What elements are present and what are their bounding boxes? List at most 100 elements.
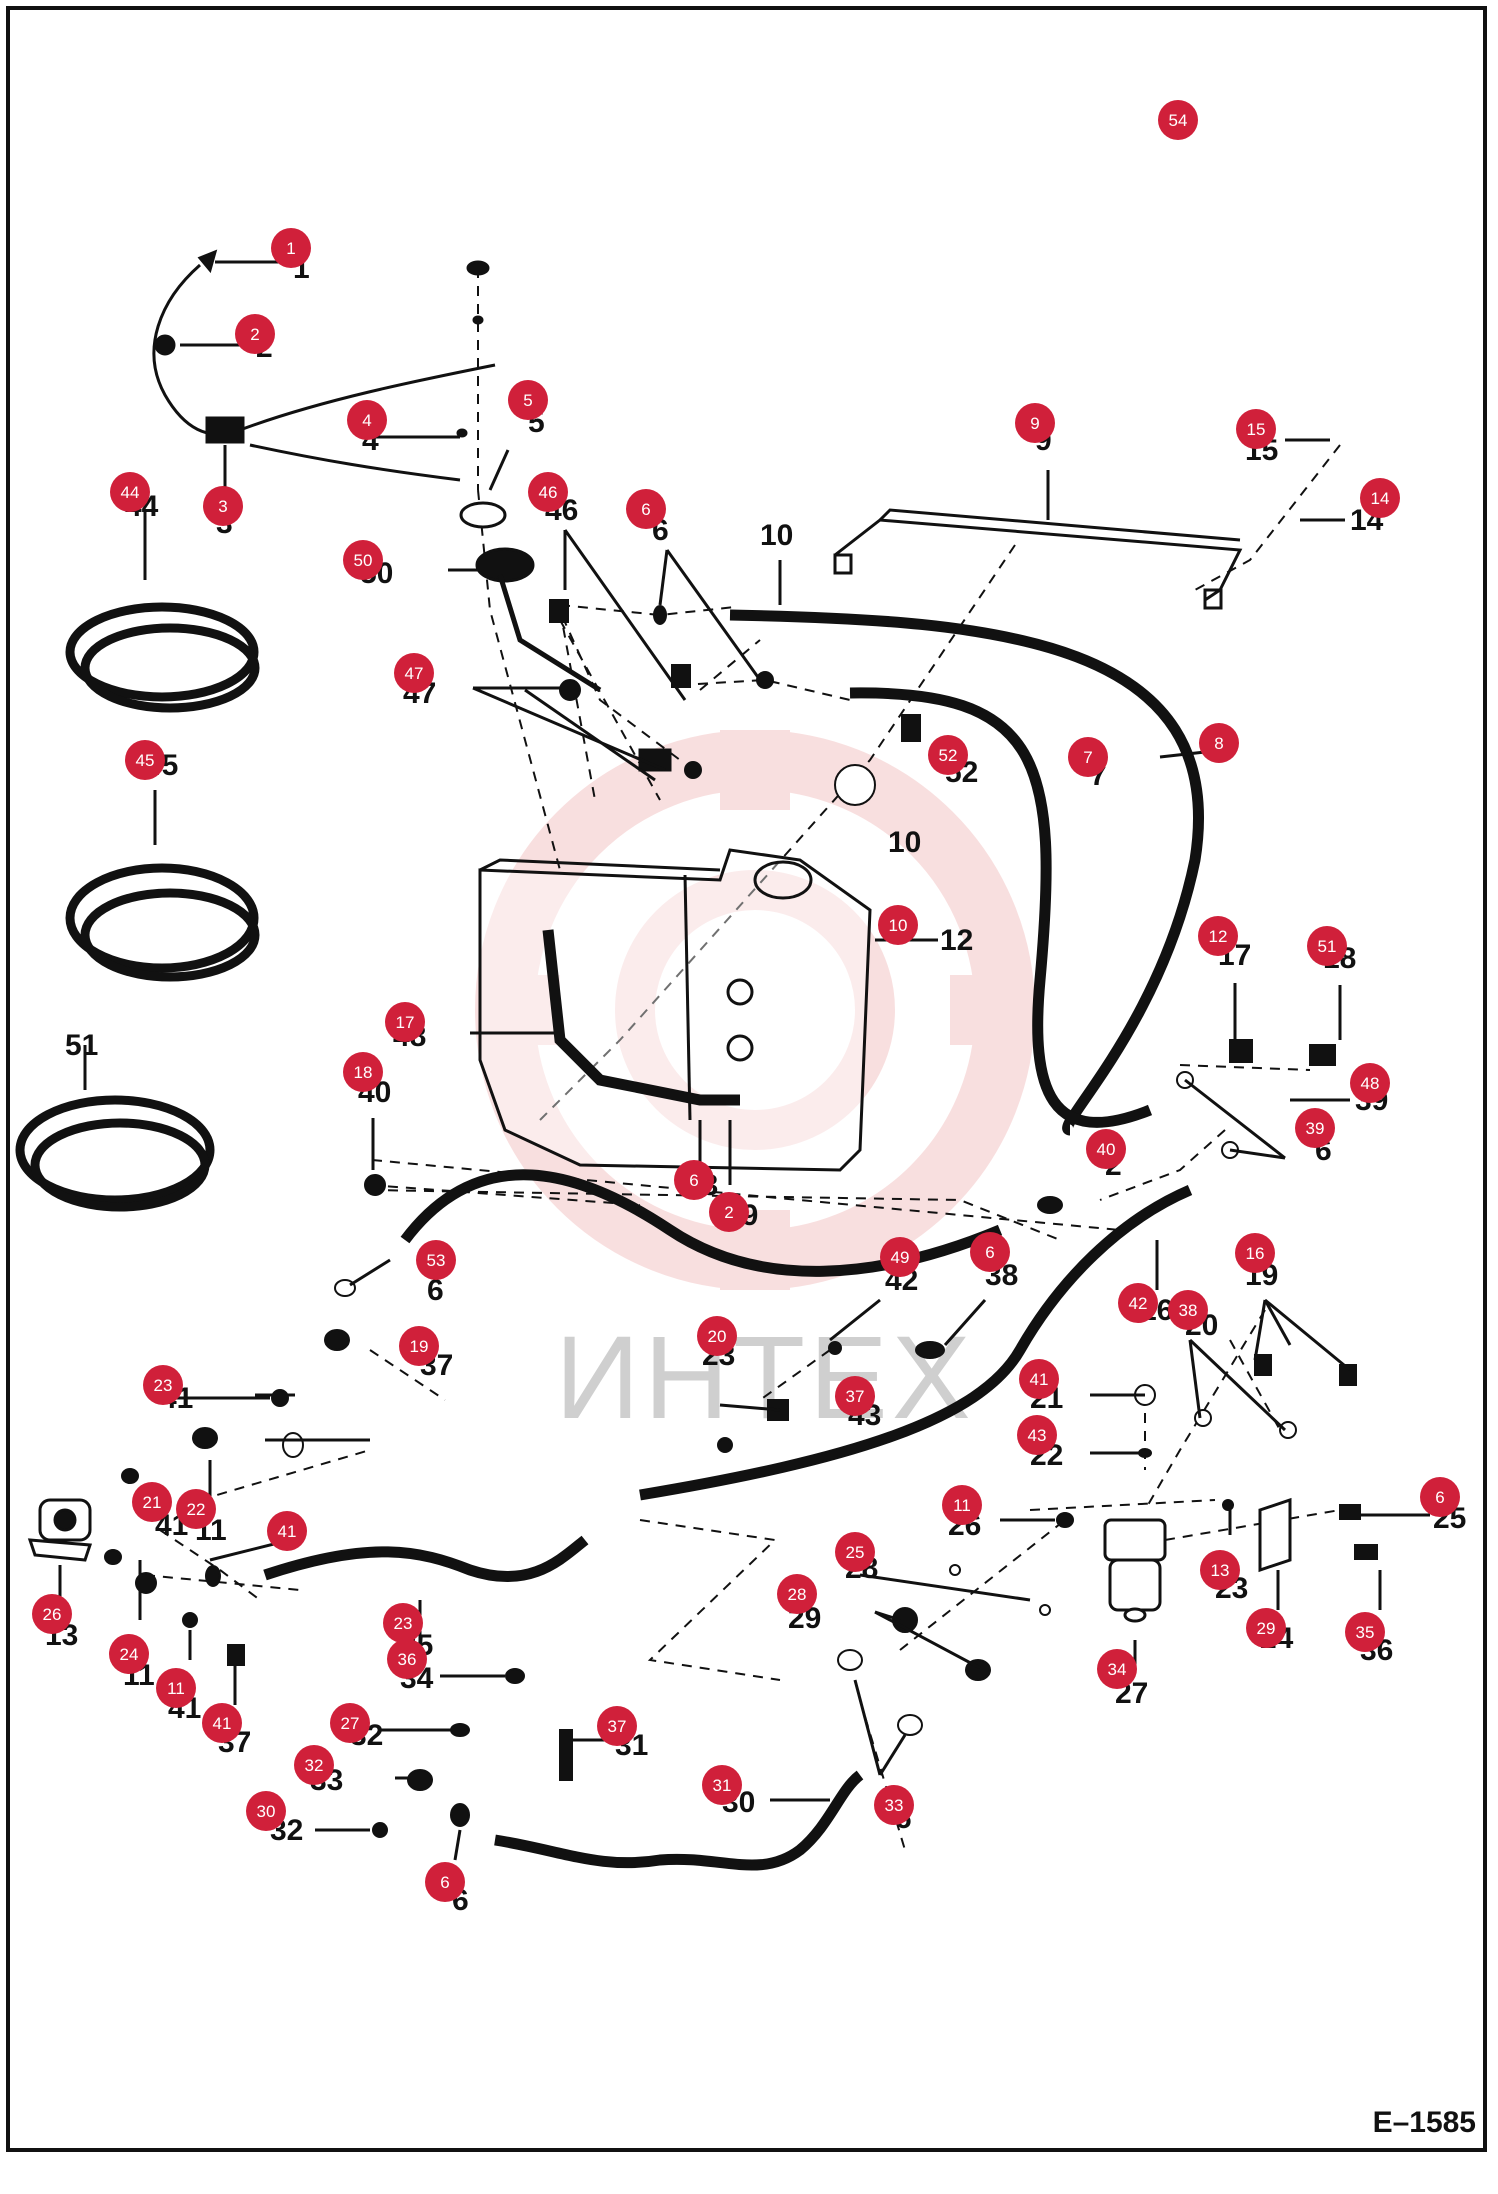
hotspot-10[interactable]: 10 [878, 905, 918, 945]
hotspot-circle[interactable] [1168, 1290, 1208, 1330]
hotspot-23b[interactable]: 23 [383, 1603, 423, 1643]
hotspot-circle[interactable] [1019, 1359, 1059, 1399]
hotspot-36[interactable]: 36 [387, 1639, 427, 1679]
hotspot-circle[interactable] [880, 1237, 920, 1277]
hotspot-circle[interactable] [294, 1745, 334, 1785]
hotspot-circle[interactable] [1246, 1608, 1286, 1648]
hotspot-33[interactable]: 33 [874, 1785, 914, 1825]
hotspot-6d[interactable]: 6 [1420, 1477, 1460, 1517]
hotspot-50[interactable]: 50 [343, 540, 383, 580]
hotspot-24[interactable]: 24 [109, 1634, 149, 1674]
hotspot-circle[interactable] [702, 1765, 742, 1805]
hotspot-circle[interactable] [626, 489, 666, 529]
hotspot-19[interactable]: 19 [399, 1326, 439, 1366]
hotspot-circle[interactable] [343, 540, 383, 580]
hotspot-41[interactable]: 41 [1019, 1359, 1059, 1399]
hotspot-48[interactable]: 48 [1350, 1063, 1390, 1103]
hotspot-circle[interactable] [508, 380, 548, 420]
hotspot-25[interactable]: 25 [835, 1532, 875, 1572]
hotspot-6a[interactable]: 6 [626, 489, 666, 529]
hotspot-circle[interactable] [1158, 100, 1198, 140]
hotspot-circle[interactable] [1198, 916, 1238, 956]
hotspot-circle[interactable] [835, 1376, 875, 1416]
hotspot-23[interactable]: 23 [143, 1365, 183, 1405]
hotspot-1[interactable]: 1 [271, 228, 311, 268]
hotspot-31[interactable]: 31 [702, 1765, 742, 1805]
hotspot-circle[interactable] [1097, 1649, 1137, 1689]
hotspot-46[interactable]: 46 [528, 472, 568, 512]
hotspot-circle[interactable] [874, 1785, 914, 1825]
hotspot-circle[interactable] [156, 1668, 196, 1708]
hotspot-6b[interactable]: 6 [674, 1160, 714, 1200]
hotspot-22[interactable]: 22 [176, 1489, 216, 1529]
hotspot-circle[interactable] [387, 1639, 427, 1679]
hotspot-circle[interactable] [203, 486, 243, 526]
hotspot-circle[interactable] [1360, 478, 1400, 518]
hotspot-circle[interactable] [109, 1634, 149, 1674]
hotspot-26[interactable]: 26 [32, 1594, 72, 1634]
hotspot-47[interactable]: 47 [394, 653, 434, 693]
hotspot-circle[interactable] [1068, 737, 1108, 777]
hotspot-28[interactable]: 28 [777, 1574, 817, 1614]
hotspot-circle[interactable] [347, 400, 387, 440]
hotspot-45[interactable]: 45 [125, 740, 165, 780]
hotspot-circle[interactable] [928, 735, 968, 775]
hotspot-circle[interactable] [1086, 1129, 1126, 1169]
hotspot-12[interactable]: 12 [1198, 916, 1238, 956]
hotspot-37b[interactable]: 37 [597, 1706, 637, 1746]
hotspot-circle[interactable] [942, 1485, 982, 1525]
hotspot-circle[interactable] [1015, 403, 1055, 443]
hotspot-circle[interactable] [1345, 1612, 1385, 1652]
hotspot-circle[interactable] [1199, 723, 1239, 763]
hotspot-circle[interactable] [416, 1240, 456, 1280]
hotspot-35[interactable]: 35 [1345, 1612, 1385, 1652]
hotspot-2[interactable]: 2 [235, 314, 275, 354]
hotspot-3[interactable]: 3 [203, 486, 243, 526]
hotspot-circle[interactable] [343, 1052, 383, 1092]
hotspot-41b[interactable]: 41 [267, 1511, 307, 1551]
hotspot-circle[interactable] [143, 1365, 183, 1405]
hotspot-circle[interactable] [970, 1232, 1010, 1272]
hotspot-18[interactable]: 18 [343, 1052, 383, 1092]
hotspot-38[interactable]: 38 [1168, 1290, 1208, 1330]
hotspot-circle[interactable] [267, 1511, 307, 1551]
hotspot-42[interactable]: 42 [1118, 1283, 1158, 1323]
hotspot-13[interactable]: 13 [1200, 1550, 1240, 1590]
hotspot-51[interactable]: 51 [1307, 926, 1347, 966]
hotspot-circle[interactable] [1350, 1063, 1390, 1103]
hotspot-circle[interactable] [1200, 1550, 1240, 1590]
hotspot-circle[interactable] [125, 740, 165, 780]
hotspot-8[interactable]: 8 [1199, 723, 1239, 763]
hotspot-37[interactable]: 37 [835, 1376, 875, 1416]
hotspot-circle[interactable] [394, 653, 434, 693]
hotspot-circle[interactable] [32, 1594, 72, 1634]
hotspot-circle[interactable] [271, 228, 311, 268]
hotspot-44[interactable]: 44 [110, 472, 150, 512]
hotspot-41c[interactable]: 41 [202, 1703, 242, 1743]
hotspot-54[interactable]: 54 [1158, 100, 1198, 140]
hotspot-27[interactable]: 27 [330, 1703, 370, 1743]
hotspot-39[interactable]: 39 [1295, 1108, 1335, 1148]
hotspot-circle[interactable] [383, 1603, 423, 1643]
hotspot-circle[interactable] [176, 1489, 216, 1529]
hotspot-15[interactable]: 15 [1236, 409, 1276, 449]
hotspot-32[interactable]: 32 [294, 1745, 334, 1785]
hotspot-circle[interactable] [330, 1703, 370, 1743]
hotspot-circle[interactable] [399, 1326, 439, 1366]
hotspot-16[interactable]: 16 [1235, 1233, 1275, 1273]
hotspot-circle[interactable] [674, 1160, 714, 1200]
hotspot-circle[interactable] [528, 472, 568, 512]
hotspot-circle[interactable] [110, 472, 150, 512]
hotspot-circle[interactable] [235, 314, 275, 354]
hotspot-30[interactable]: 30 [246, 1791, 286, 1831]
hotspot-53[interactable]: 53 [416, 1240, 456, 1280]
hotspot-14[interactable]: 14 [1360, 478, 1400, 518]
hotspot-6c[interactable]: 6 [970, 1232, 1010, 1272]
hotspot-17[interactable]: 17 [385, 1002, 425, 1042]
hotspot-34[interactable]: 34 [1097, 1649, 1137, 1689]
hotspot-49[interactable]: 49 [880, 1237, 920, 1277]
hotspot-circle[interactable] [385, 1002, 425, 1042]
hotspot-circle[interactable] [597, 1706, 637, 1746]
hotspot-43[interactable]: 43 [1017, 1415, 1057, 1455]
hotspot-circle[interactable] [1118, 1283, 1158, 1323]
